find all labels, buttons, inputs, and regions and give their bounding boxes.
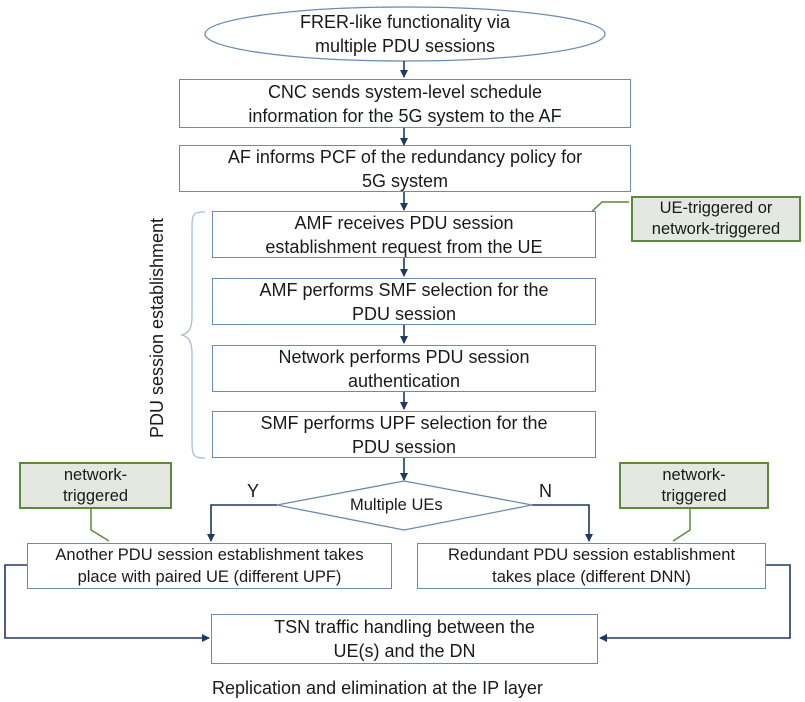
- tsn-traffic-box: TSN traffic handling between the UE(s) a…: [211, 614, 598, 664]
- network-triggered-note-left: network- triggered: [19, 462, 172, 509]
- network-triggered-note-right: network- triggered: [619, 462, 769, 509]
- note-connector-left: [90, 509, 110, 542]
- cnc-schedule-box: CNC sends system-level schedule informat…: [179, 79, 631, 128]
- start-node: FRER-like functionality via multiple PDU…: [299, 12, 511, 56]
- redundant-pdu-box: Redundant PDU session establishment take…: [417, 543, 766, 589]
- start-ellipse: [204, 6, 606, 62]
- brace-label-text: PDU session establishment: [147, 217, 167, 439]
- another-pdu-box: Another PDU session establishment takes …: [27, 543, 392, 589]
- arrow-yes-branch: [207, 504, 277, 542]
- yes-label: Y: [247, 481, 260, 501]
- arrow-redundant-to-tsn: [599, 564, 791, 642]
- caption: Replication and elimination at the IP la…: [212, 678, 543, 698]
- no-label: N: [539, 481, 552, 501]
- brace: [179, 211, 206, 459]
- decision-label: Multiple UEs: [350, 496, 443, 514]
- amf-smf-selection-box: AMF performs SMF selection for the PDU s…: [212, 278, 596, 325]
- note-connector-right: [672, 509, 691, 542]
- smf-upf-selection-box: SMF performs UPF selection for the PDU s…: [212, 411, 596, 458]
- af-informs-box: AF informs PCF of the redundancy policy …: [179, 145, 631, 192]
- ue-triggered-note: UE-triggered or network-triggered: [631, 196, 801, 242]
- arrow-no-branch: [532, 504, 593, 542]
- arrow-another-to-tsn: [4, 564, 210, 642]
- authentication-box: Network performs PDU session authenticat…: [212, 345, 596, 392]
- amf-receives-box: AMF receives PDU session establishment r…: [212, 211, 596, 258]
- decision-diamond: [276, 480, 533, 531]
